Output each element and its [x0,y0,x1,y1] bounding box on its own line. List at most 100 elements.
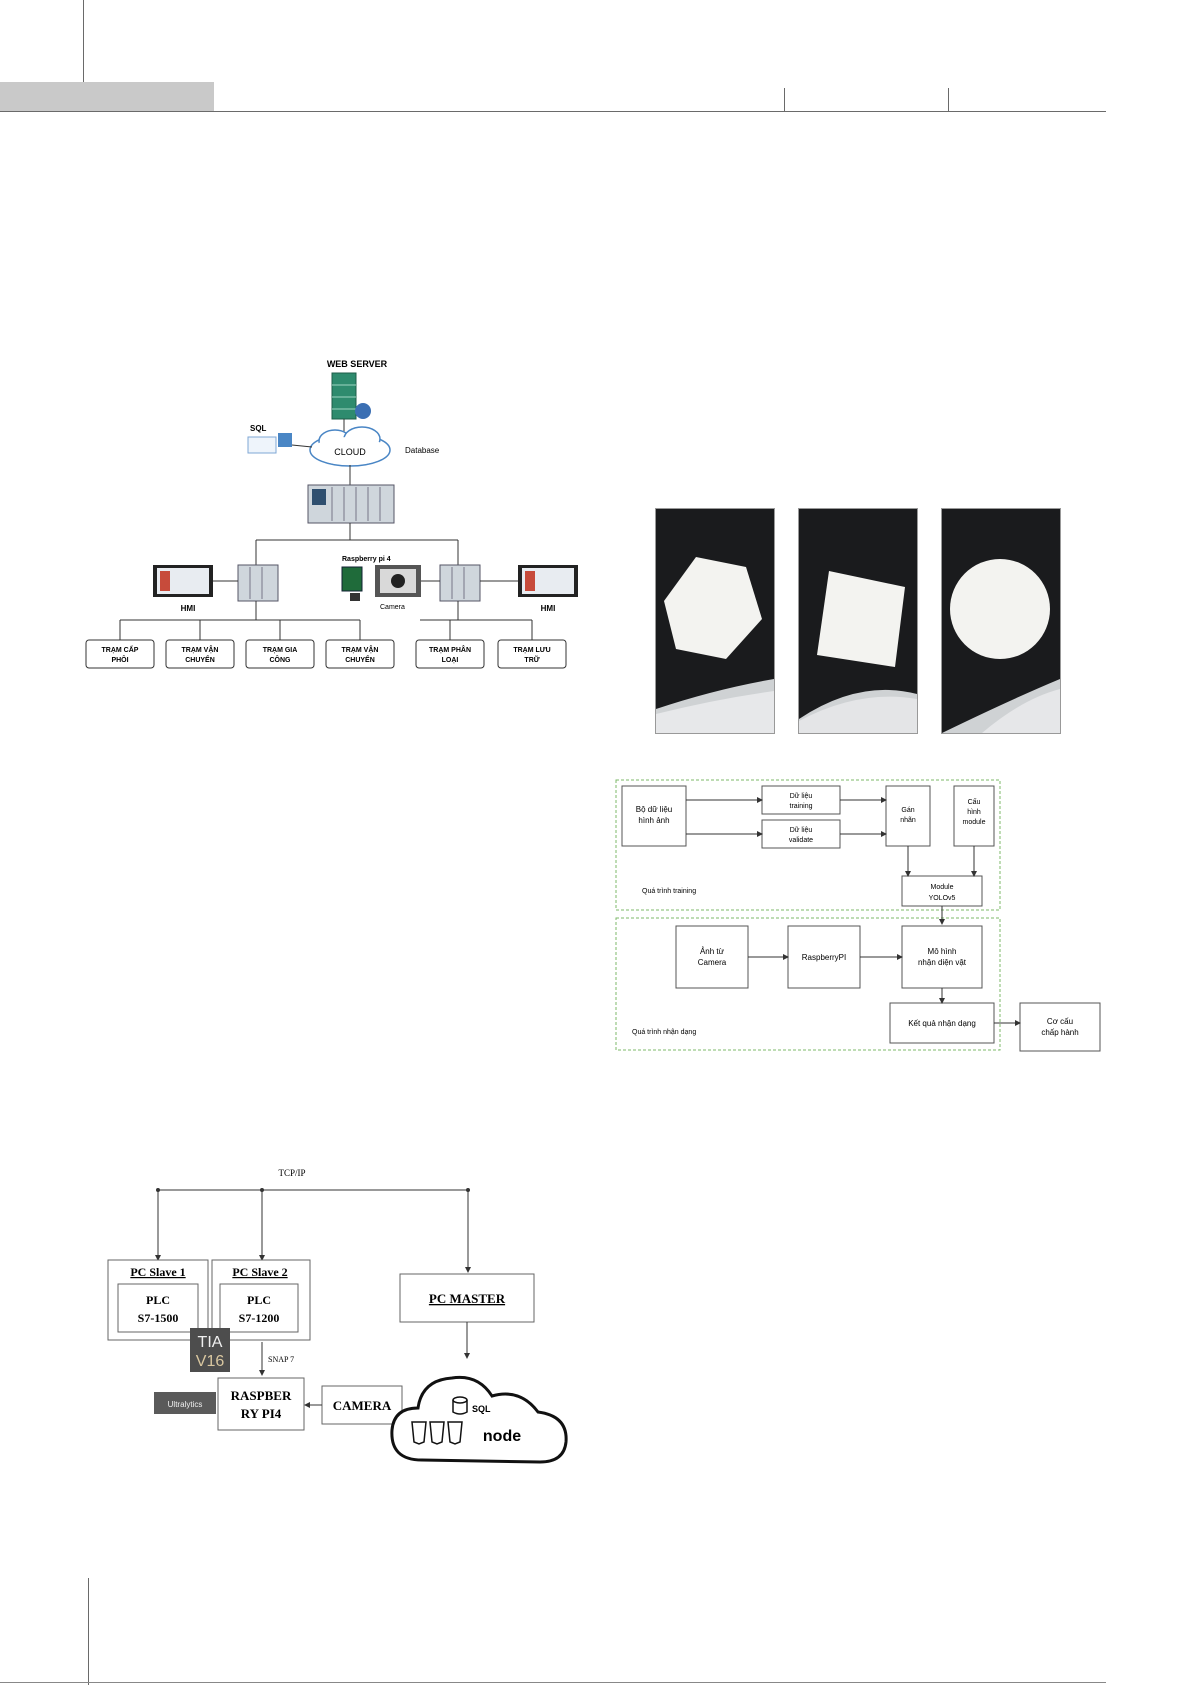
station-label: TRỮ [524,655,539,664]
hmi-left-icon [153,565,213,597]
plc-s7-1200-box [219,1283,299,1333]
header-tick [948,88,949,111]
pc-master-box [399,1273,535,1323]
training-caption: Quá trình training [642,888,696,895]
config-line2: hình [967,809,981,816]
slave-plc-left-icon [237,564,279,602]
header-vertical-line [83,0,84,82]
result-label: Kết quả nhận dạng [908,1019,976,1028]
plc-s7-1500-box [117,1283,199,1333]
actuator-line1: Cơ cấu [1047,1017,1073,1026]
header-rule [0,111,1106,112]
model-box [901,925,983,989]
label-line2: nhãn [900,817,916,824]
plc1-line1: PLC [146,1293,170,1307]
dataset-line1: Bộ dữ liệu [636,805,673,814]
cloud-label: CLOUD [334,447,366,457]
rpi-label: RaspberryPI [802,953,846,962]
camera-icon [375,565,421,597]
figure-training-flowchart: Bộ dữ liệu hình ảnh Dữ liệu training Dữ … [615,779,1101,1052]
tia-line1: TIA [198,1334,223,1351]
station-label: CHUYỂN [345,655,375,664]
web-server-label: WEB SERVER [327,359,388,369]
cloud-icon [309,426,391,467]
rpi-line1: RASPBER [231,1388,292,1403]
sql-icon [247,433,292,454]
station-label: TRẠM PHÂN [429,645,471,654]
camera-image-box [675,925,749,989]
tia-line2: V16 [196,1353,225,1370]
model-line2: nhận diện vật [918,958,967,967]
figure-system-overview: WEB SERVER CLOUD Database SQL [85,359,578,669]
hmi-left-label: HMI [181,604,196,613]
sql-label: SQL [250,424,267,433]
station-box [165,639,235,669]
hmi-right-label: HMI [541,604,556,613]
yolo-module-box [901,875,983,907]
pc-slave2-label: PC Slave 2 [232,1265,287,1279]
station-label: TRẠM VẬN [182,645,219,654]
pc-slave1-label: PC Slave 1 [130,1265,185,1279]
station-box [415,639,485,669]
database-icon [452,1396,468,1415]
actuator-box [1019,1002,1101,1052]
tcpip-label: TCP/IP [278,1168,305,1178]
station-box [245,639,315,669]
dataset-line2: hình ảnh [638,816,669,825]
station-box [497,639,567,669]
ultralytics-logo: Ultralytics [154,1392,216,1414]
cloud-icon [390,1375,568,1464]
result-box [889,1002,995,1044]
model-line1: Mô hình [928,947,957,956]
station-label: CÔNG [270,655,292,664]
train-data-line1: Dữ liệu [790,793,813,800]
slave-plc-right-icon [439,564,481,602]
plc2-line1: PLC [247,1293,271,1307]
valid-data-box [761,819,841,849]
raspberry-pi-icon [341,566,363,601]
raspberry-pi-box [217,1377,305,1431]
label-box [885,785,931,847]
station-label: LOẠI [442,657,459,664]
station-label: PHÔI [111,655,128,664]
photo-hexagon-workpiece [655,508,775,734]
plc1-line2: S7-1500 [138,1311,179,1325]
hmi-right-icon [518,565,578,597]
camera-image-line1: Ảnh từ [700,947,725,956]
header-tick [784,88,785,111]
html-css-js-icons [411,1421,463,1445]
valid-data-line2: validate [789,837,813,844]
station-connectors [119,620,533,640]
config-line3: module [963,819,986,826]
station-label: TRẠM VẬN [342,645,379,654]
footer-vertical-line [88,1578,89,1685]
training-region [615,779,1001,911]
recognition-caption: Quá trình nhận dạng [632,1029,696,1036]
camera-box [321,1385,403,1425]
valid-data-line1: Dữ liệu [790,827,813,834]
rpi-line2: RY PI4 [241,1406,282,1421]
node-logo: node [483,1428,521,1445]
photo-circle-workpiece [941,508,1061,734]
label-line1: Gán [901,807,914,814]
config-line1: Cấu [968,797,981,806]
actuator-line2: chấp hành [1041,1028,1078,1037]
header-grey-bar [0,82,214,112]
yolo-line2: YOLOv5 [929,895,956,902]
station-label: TRẠM CẤP [102,644,139,654]
pc-master-label: PC MASTER [429,1291,506,1306]
tia-portal-logo: TIA V16 [190,1328,230,1372]
ultralytics-label: Ultralytics [168,1400,203,1409]
station-label: TRẠM GIA [263,647,298,654]
plc2-line2: S7-1200 [239,1311,280,1325]
database-label: Database [405,446,440,455]
station-box [325,639,395,669]
recognition-region [615,917,1001,1051]
camera-image-line2: Camera [698,958,727,967]
station-label: TRẠM LƯU [513,647,550,654]
yolo-line1: Module [931,884,954,891]
camera-label: Camera [380,604,405,611]
station-label: CHUYỂN [185,655,215,664]
sql-label: SQL [472,1404,491,1414]
config-box [953,785,995,847]
